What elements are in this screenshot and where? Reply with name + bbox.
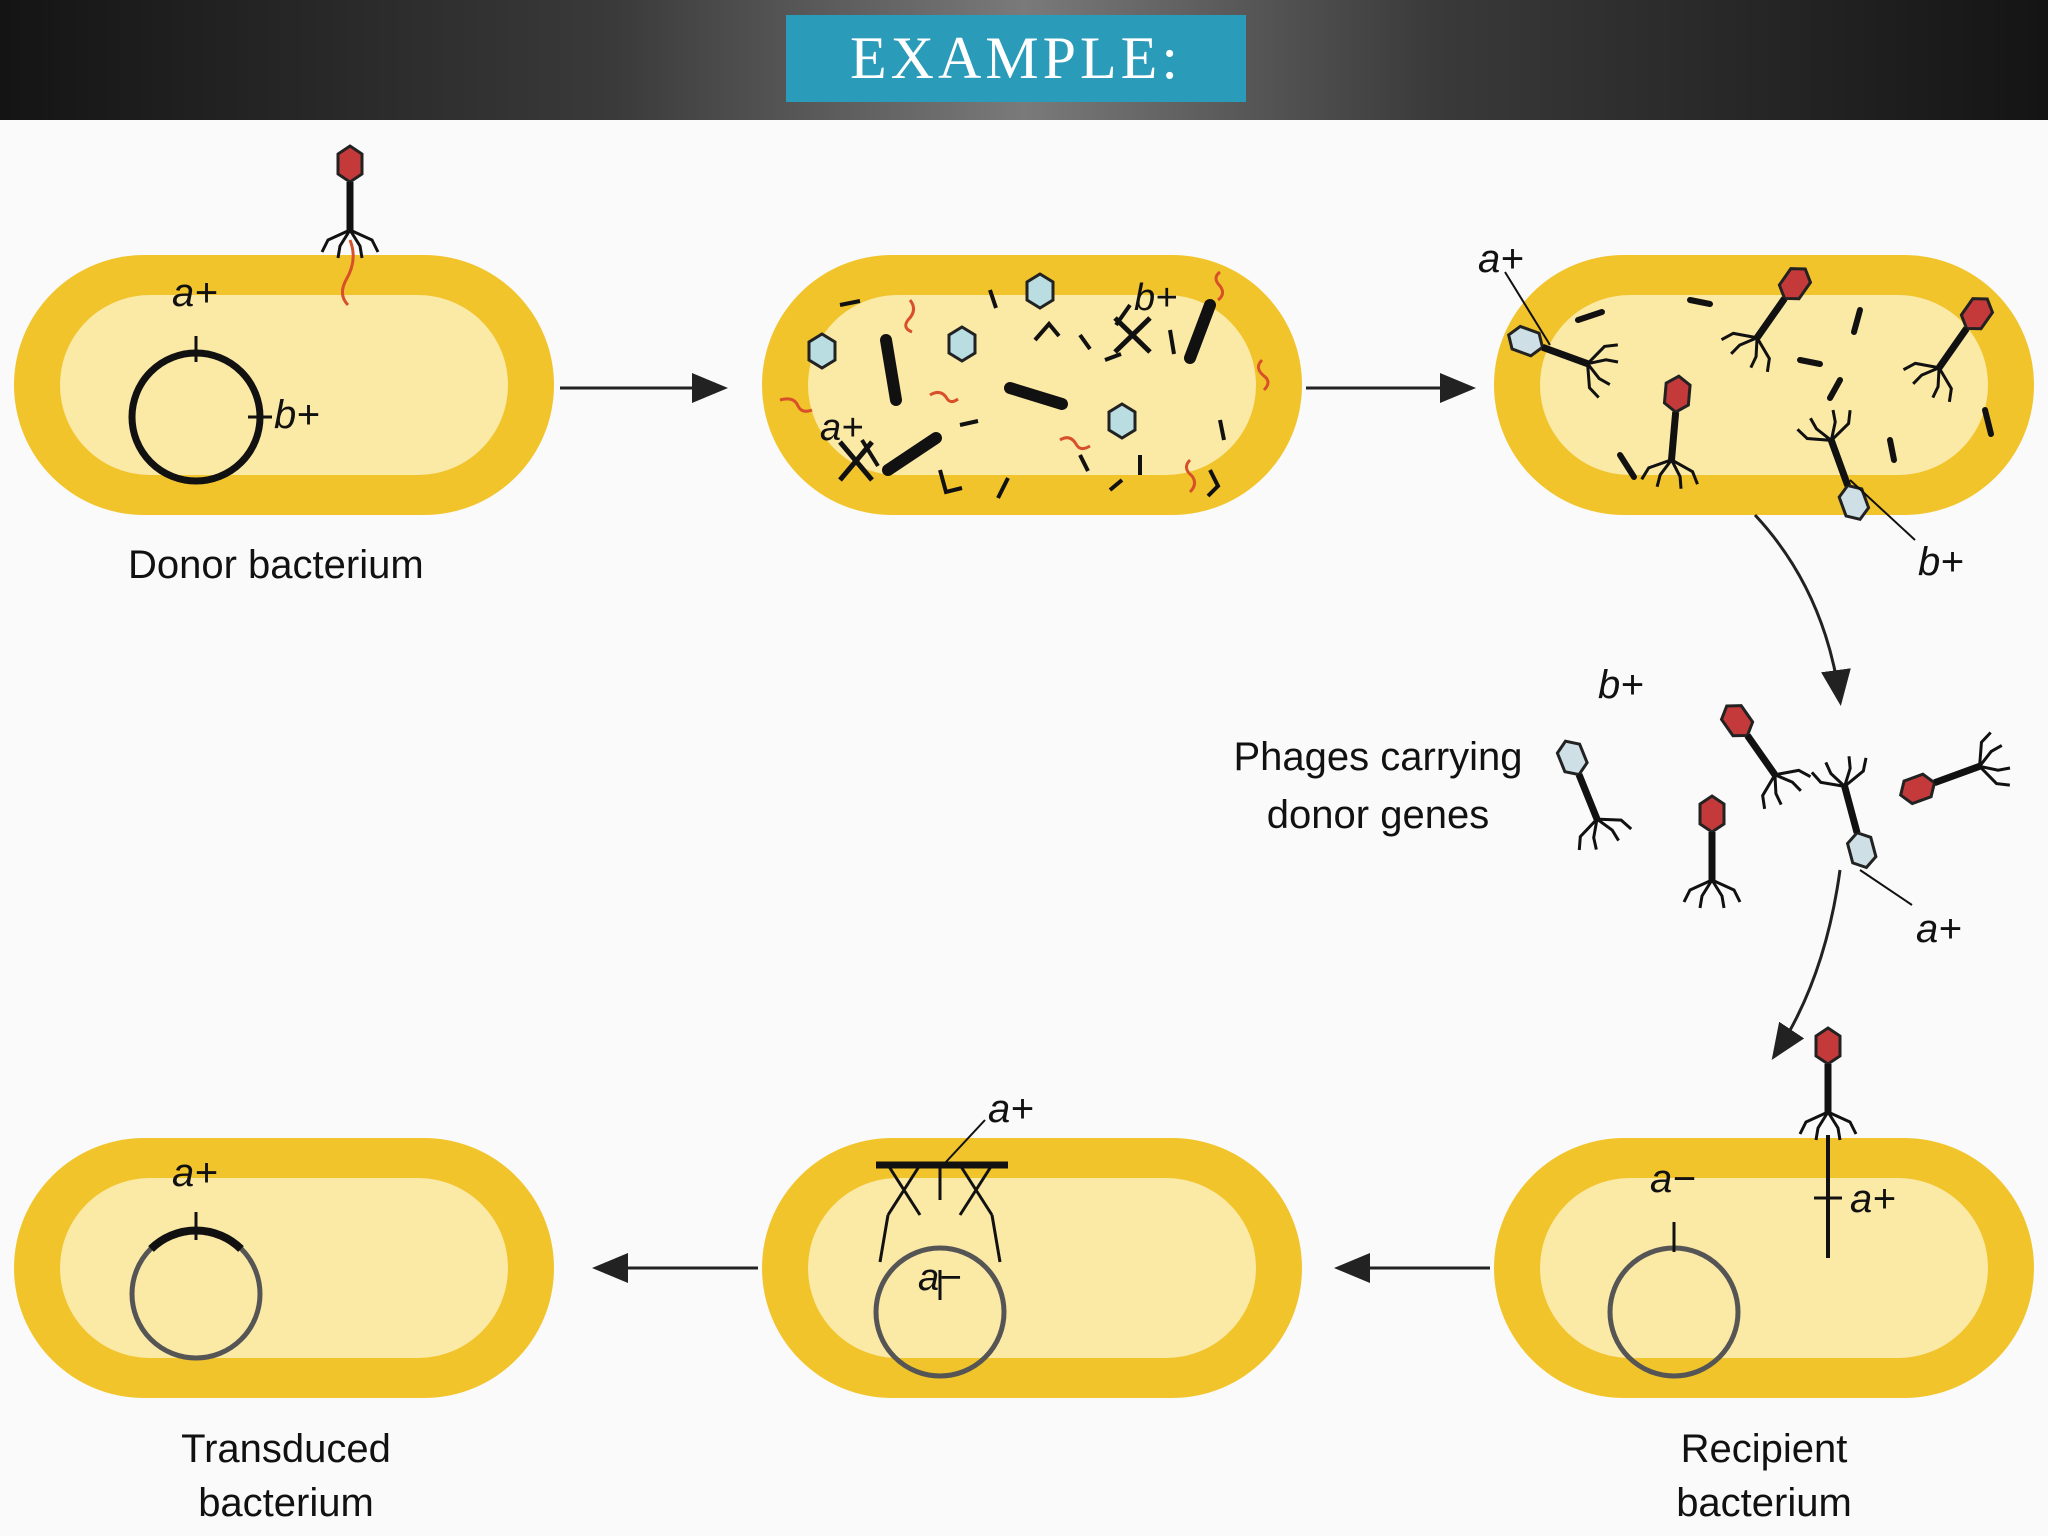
phage-carrying-a-icon <box>1810 752 1893 875</box>
phage-head-icon <box>807 332 837 370</box>
cell-cytoplasm <box>60 295 508 475</box>
gene-b-plus-label: b+ <box>1598 663 1644 707</box>
recipient-label-line1: Recipient <box>1681 1427 1848 1471</box>
gene-a-minus-label: a− <box>1650 1157 1696 1201</box>
title-box: EXAMPLE: <box>786 15 1246 102</box>
crossover-lines <box>886 1164 994 1216</box>
gene-a-minus-label: a− <box>918 1257 961 1299</box>
donor-label: Donor bacterium <box>128 543 424 587</box>
released-phages: b+ a+ <box>1540 663 2016 951</box>
gene-b-plus-label: b+ <box>1918 540 1964 584</box>
injecting-phage-icon <box>1800 1028 1856 1140</box>
cell-cytoplasm <box>808 295 1256 475</box>
phage-icon <box>1704 690 1814 814</box>
injected-dna <box>341 239 355 307</box>
gene-a-plus-label: a+ <box>172 271 218 315</box>
chromosome <box>873 1245 1007 1379</box>
gene-a-plus-label: a+ <box>1916 907 1962 951</box>
fragmenting-bacterium: b+ a+ <box>762 255 1302 515</box>
small-fragments <box>1575 297 1994 480</box>
recipient-label-line2: bacterium <box>1676 1481 1852 1525</box>
phage-head-icon <box>947 325 977 363</box>
phages-label-line2: donor genes <box>1267 793 1489 837</box>
phage-carrying-b-icon <box>1540 731 1634 856</box>
phage-head-icon <box>1025 272 1055 310</box>
donor-bacterium: a+ b+ <box>14 146 554 515</box>
gene-a-plus-label: a+ <box>988 1087 1034 1131</box>
transduced-bacterium: a+ <box>14 1138 554 1398</box>
gene-b-plus-label: b+ <box>1134 277 1177 319</box>
phage-icon <box>1891 730 2015 821</box>
phages-label-line1: Phages carrying <box>1233 735 1522 779</box>
transduced-label-line1: Transduced <box>181 1427 391 1471</box>
slide-title: EXAMPLE: <box>850 25 1182 91</box>
arrow-release <box>1753 513 1851 706</box>
cell-cytoplasm <box>1540 295 1988 475</box>
phage-icon <box>1684 796 1740 908</box>
phage-head-icon <box>1107 402 1137 440</box>
transduced-label-line2: bacterium <box>198 1481 374 1525</box>
slide-header: EXAMPLE: <box>0 0 2048 120</box>
cell-cytoplasm <box>60 1178 508 1358</box>
assembly-bacterium: a+ b+ <box>1478 237 2034 584</box>
cell-cytoplasm <box>1540 1178 1988 1358</box>
gene-a-plus-label: a+ <box>820 407 863 449</box>
recipient-bacterium: a− a+ <box>1494 1028 2034 1398</box>
gene-a-plus-label: a+ <box>1478 237 1524 281</box>
red-dna-pieces <box>779 270 1270 494</box>
arrow-infect <box>1771 869 1842 1060</box>
gene-b-plus-label: b+ <box>274 393 320 437</box>
small-fragments <box>839 289 1226 499</box>
cell-cytoplasm <box>808 1178 1256 1358</box>
recombination-bacterium: a+ a− <box>762 1087 1302 1398</box>
dna-fragments <box>880 299 1216 476</box>
gene-a-plus-label: a+ <box>172 1151 218 1195</box>
gene-a-plus-label: a+ <box>1850 1177 1896 1221</box>
